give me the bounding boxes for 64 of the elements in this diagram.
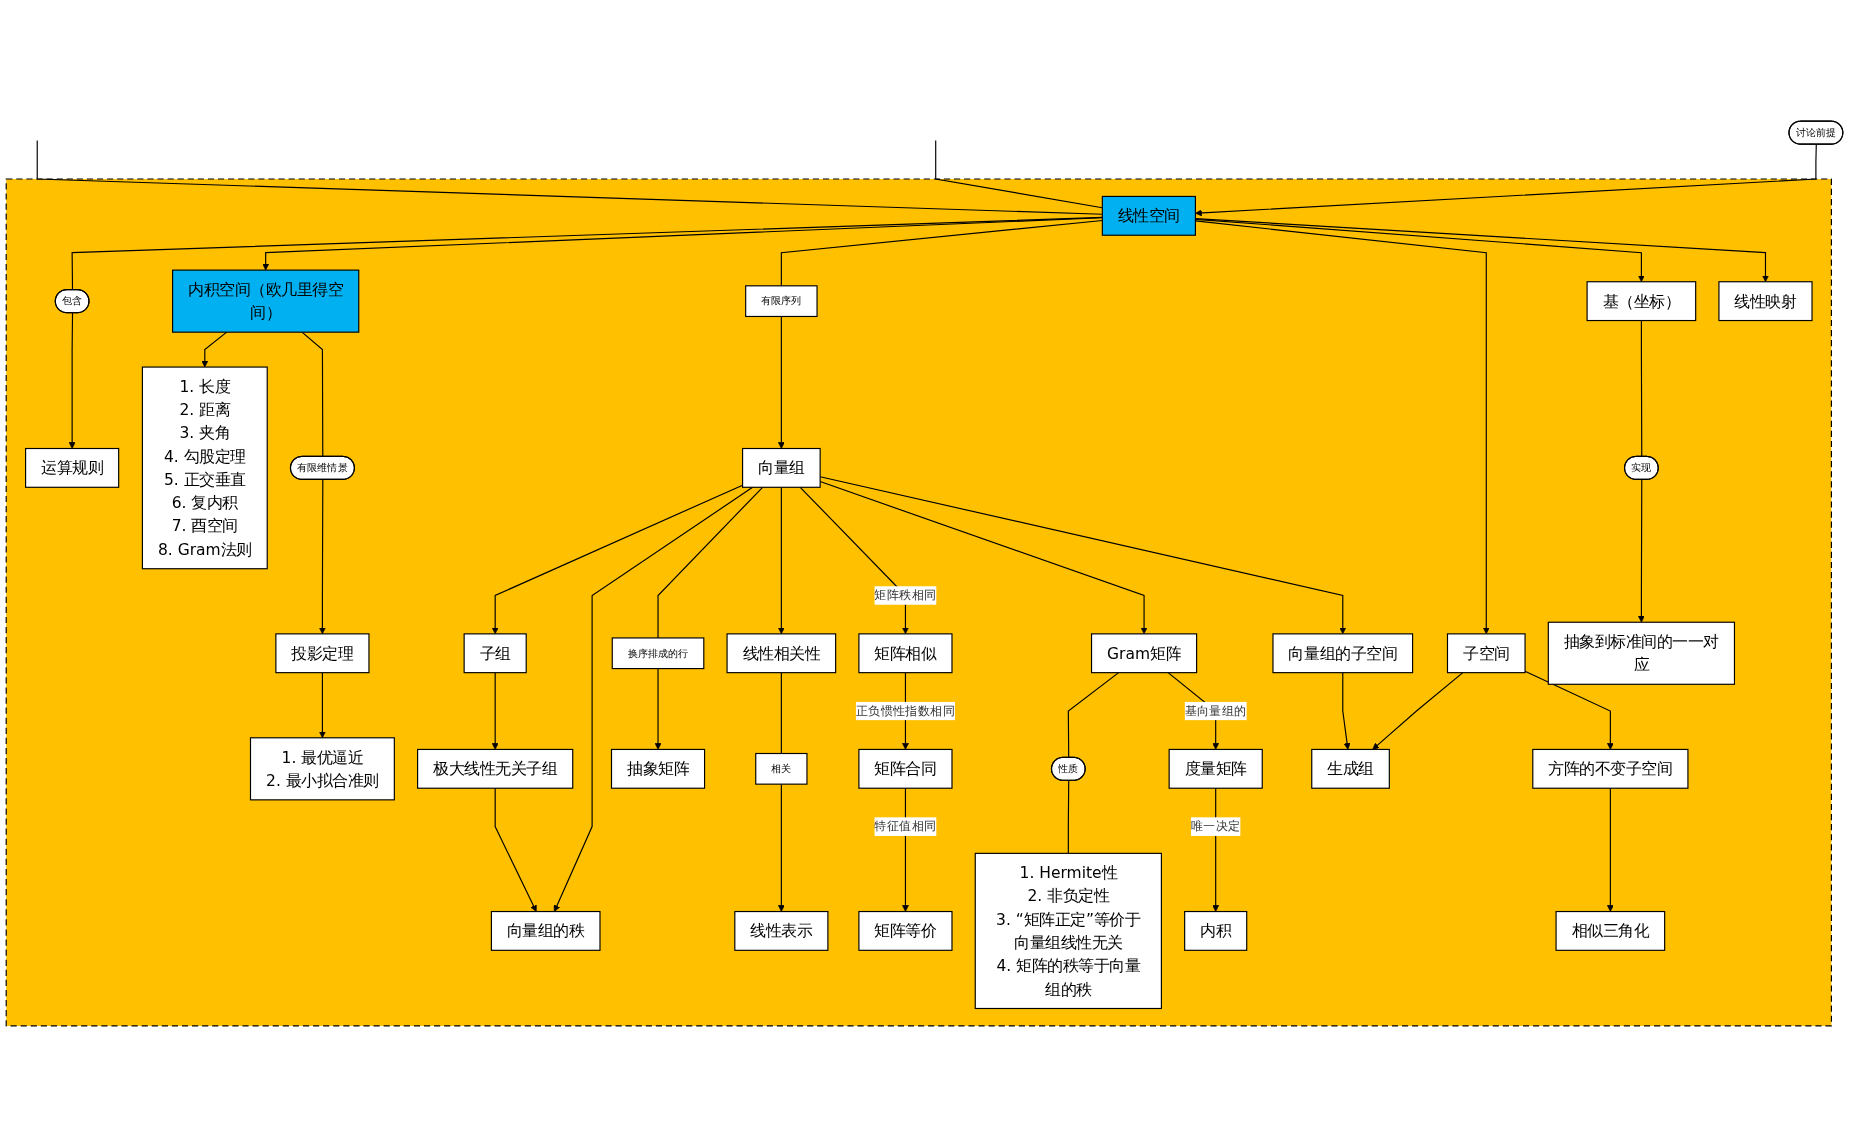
arrow: [319, 672, 326, 739]
connector: [780, 219, 1103, 287]
arrow: [494, 787, 537, 912]
connector: [935, 139, 1103, 209]
connector: [780, 672, 782, 754]
node-box: 度量矩阵: [1168, 748, 1263, 789]
node-box: 向量组的秩: [490, 910, 601, 951]
arrow: [201, 331, 228, 368]
node-box: 线性映射: [1718, 281, 1813, 322]
arrow: [777, 486, 785, 635]
cluster: [5, 178, 1832, 1027]
node-box: 向量组的子空间: [1272, 633, 1414, 674]
arrow: [777, 315, 785, 449]
connector: [71, 216, 1103, 291]
node-box: 1. 最优逼近 2. 最小拟合准则: [249, 737, 395, 801]
node-box: 子组: [463, 633, 527, 674]
arrow: [1524, 670, 1614, 750]
edge-label: 唯一决定: [1190, 818, 1241, 834]
arrow: [1637, 479, 1645, 623]
node-box: 抽象到标准间的一一对应: [1547, 621, 1736, 685]
node-box: 有限序列: [745, 285, 818, 317]
node-box: 换序排成的行: [611, 637, 705, 670]
connector: [36, 139, 1103, 215]
arrow: [654, 667, 662, 750]
arrow: [777, 783, 785, 912]
arrow: [1606, 787, 1614, 912]
arrow: [1372, 672, 1464, 750]
edge-label: 正负惯性指数相同: [855, 703, 956, 718]
arrow: [799, 486, 909, 635]
connector: [1640, 319, 1643, 458]
arrow: [262, 217, 1103, 271]
node-box: 1. 长度 2. 距离 3. 夹角 4. 勾股定理 5. 正交垂直 6. 复内积 7. 酉空间 8. Gram法则: [141, 366, 268, 570]
arrow: [553, 486, 754, 912]
node-box: 方阵的不变子空间: [1532, 748, 1689, 789]
node-box: 投影定理: [275, 633, 370, 674]
node-box: 矩阵等价: [858, 910, 953, 951]
connector: [301, 331, 324, 458]
node-box: 子空间: [1446, 633, 1526, 674]
arrow: [1342, 672, 1351, 750]
node-box: 矩阵合同: [858, 748, 953, 789]
node-box: 运算规则: [25, 447, 120, 488]
node-box: 线性相关性: [726, 633, 837, 674]
node-box: 抽象矩阵: [610, 748, 706, 789]
node-box: 生成组: [1311, 748, 1390, 789]
node-box: 线性表示: [734, 910, 829, 951]
connector: [1067, 780, 1070, 854]
node-box: 极大线性无关子组: [417, 748, 574, 789]
node-box: 相似三角化: [1555, 910, 1666, 951]
arrow: [491, 672, 499, 750]
node-box: 线性空间: [1101, 195, 1196, 236]
arrow: [319, 479, 326, 635]
node-box: 矩阵相似: [858, 633, 953, 674]
node-box: 内积: [1184, 910, 1248, 951]
node-box: 相关: [755, 752, 808, 785]
arrow: [68, 312, 76, 449]
connector: [657, 486, 764, 639]
connector: [1067, 672, 1120, 759]
arrow: [1195, 143, 1817, 217]
node-box: 基（坐标）: [1586, 281, 1697, 322]
node-box: 内积空间（欧几里得空间）: [172, 269, 360, 333]
node-box: 向量组: [742, 447, 821, 488]
node-box: Gram矩阵: [1090, 633, 1198, 674]
node-box: 1. Hermite性 2. 非负定性 3. “矩阵正定”等价于向量组线性无关 4. 矩阵的秩等于向量组的秩: [974, 852, 1162, 1009]
edge-label: 基向量组的: [1184, 703, 1247, 718]
